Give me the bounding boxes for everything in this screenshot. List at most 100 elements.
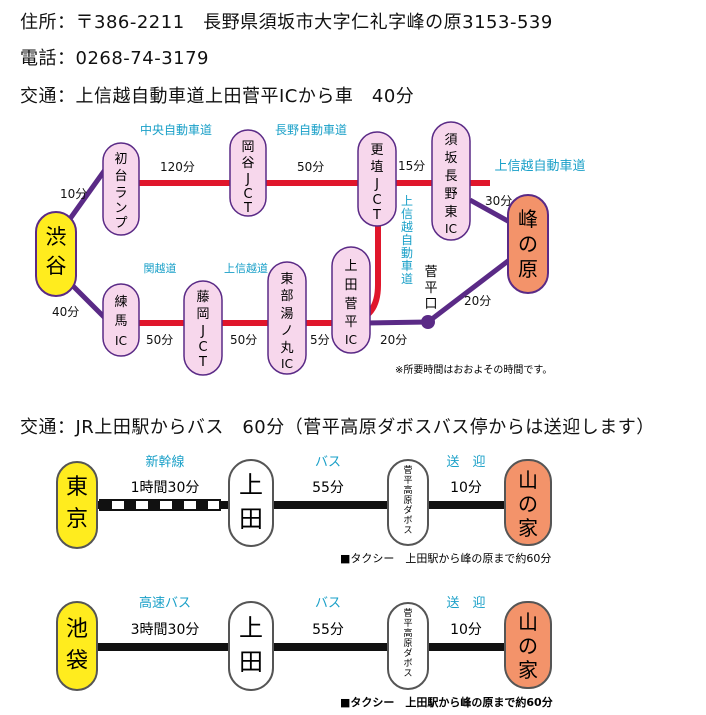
label-map1-koshoku-0: 更 <box>370 143 383 158</box>
label-map1-koshoku-2: J <box>374 177 379 192</box>
time-koshoku-suzaka: 15分 <box>398 159 425 173</box>
minenohara-label-3: 原 <box>518 257 538 281</box>
shibuya-label-1: 渋 <box>46 225 67 249</box>
road-names: 中央自動車道 長野自動車道 上信越自動車道 関越道 上信越道 上 信 越 自 動… <box>140 122 586 286</box>
label-route2-dest-2: 家 <box>518 658 538 682</box>
label-map1-suzaka-0: 須 <box>444 133 457 148</box>
time-tobu-ueda: 5分 <box>310 333 330 347</box>
label-route1-mode1: 新幹線 <box>145 454 184 470</box>
label-route1-time3: 10分 <box>450 480 482 496</box>
map1-note: ※所要時間はおおよその時間です。 <box>395 364 552 376</box>
label-route1-stop-5: ボ <box>403 515 412 526</box>
label-route1-stop-1: 平 <box>403 475 412 486</box>
label-route2-stop-1: 平 <box>403 618 412 629</box>
ueda-node-1 <box>228 459 274 547</box>
nerima-ic-node <box>102 283 140 357</box>
label-route1-stop-0: 菅 <box>403 464 412 476</box>
label-map1-uedasugadaira-2: 菅 <box>344 297 357 312</box>
label-map1-uedasugadaira-0: 上 <box>344 259 357 274</box>
label-map1-fujioka-1: 岡 <box>196 307 209 322</box>
road-joshinetsu-short: 上信越道 <box>224 261 268 275</box>
label-map1-suzaka-3: 野 <box>444 187 457 202</box>
sugadaira-guchi-label-3: 口 <box>424 297 437 312</box>
route2-taxi-note: ■タクシー 上田駅から峰の原まで約60分 <box>340 695 553 709</box>
label-map1-hatsudai-2: ラ <box>114 186 127 201</box>
yamanoie-node-1 <box>504 459 552 546</box>
label-map1-tobu-1: 部 <box>280 289 293 304</box>
label-route2-stop-6: ス <box>403 669 412 679</box>
label-map1-tobu-2: 湯 <box>280 307 293 322</box>
label-map1-koshoku-3: C <box>372 193 381 208</box>
ikebukuro-node <box>56 601 98 691</box>
label-route2-stop-5: ボ <box>403 658 412 669</box>
yamanoie-node-2 <box>504 601 552 689</box>
label-map1-suzaka-5: IC <box>445 222 457 236</box>
label-map1-okaya-2: J <box>245 172 250 187</box>
sugadaira-guchi-dot <box>421 315 435 329</box>
time-shibuya-hatsudai: 10分 <box>60 187 87 201</box>
shibuya-label-2: 谷 <box>46 254 67 278</box>
road-chuo: 中央自動車道 <box>140 122 212 137</box>
time-okaya-koshoku: 50分 <box>297 160 324 174</box>
label-map1-hatsudai-1: 台 <box>114 169 127 184</box>
road-nagano: 長野自動車道 <box>275 123 347 137</box>
time-shibuya-nerima: 40分 <box>52 305 79 319</box>
label-route2-dest-0: 山 <box>518 610 538 634</box>
label-map1-road_joshinetsu_vertical-6: 道 <box>401 272 413 286</box>
label-route1-origin-1: 京 <box>66 507 88 532</box>
label-map1-nerima-2: IC <box>115 334 127 348</box>
sugadaira-guchi-label-2: 平 <box>424 281 437 296</box>
label-map1-tobu-4: 丸 <box>280 341 293 356</box>
label-map1-road_joshinetsu_vertical-3: 自 <box>401 233 413 247</box>
minenohara-label-2: の <box>518 232 538 256</box>
label-route1-dest-2: 家 <box>518 516 538 540</box>
minenohara-node <box>507 194 549 294</box>
label-route1-time2: 55分 <box>312 480 344 496</box>
label-map1-tobu-3: ノ <box>280 324 293 339</box>
access-car-line: 交通：上信越自動車道上田菅平ICから車 40分 <box>20 86 415 107</box>
travel-times: 10分 120分 50分 15分 30分 20分 40分 50分 50分 5分 … <box>52 159 512 347</box>
label-map1-fujioka-2: J <box>200 324 205 339</box>
label-route2-mode2: バス <box>315 596 341 611</box>
label-map1-uedasugadaira-3: 平 <box>344 315 357 330</box>
access-bus-line: 交通：JR上田駅からバス 60分（菅平高原ダボスバス停からは送迎します） <box>20 417 655 438</box>
label-map1-road_joshinetsu_vertical-5: 車 <box>401 259 413 273</box>
time-suzaka-minenohara: 30分 <box>485 194 512 208</box>
sugadaira-davos-node-1 <box>387 459 429 546</box>
shibuya-node <box>35 211 77 297</box>
tokyo-node <box>56 461 98 549</box>
label-route2-time3: 10分 <box>450 622 482 638</box>
label-map1-fujioka-0: 藤 <box>196 290 209 305</box>
road-kanetsu: 関越道 <box>144 261 177 275</box>
route-tokyo: 東 京 上 田 菅 平 高 原 ダ ボ ス 山 の 家 新幹線 1時間30分 バ… <box>56 454 552 565</box>
hatsudai-node <box>102 142 140 236</box>
phone-line: 電話：0268-74-3179 <box>20 48 210 69</box>
label-route2-via-1: 田 <box>239 648 263 676</box>
tobu-yunomaru-ic-node <box>267 261 307 375</box>
label-map1-nerima-0: 練 <box>114 295 127 310</box>
label-map1-suzaka-4: 東 <box>444 204 457 220</box>
label-map1-fujioka-4: T <box>198 355 207 370</box>
label-route2-stop-0: 菅 <box>403 607 412 619</box>
label-route1-stop-2: 高 <box>403 484 412 496</box>
label-map1-okaya-0: 岡 <box>241 140 254 155</box>
time-guchi-minenohara: 20分 <box>464 294 491 308</box>
label-map1-okaya-1: 谷 <box>241 156 254 171</box>
label-map1-road_joshinetsu_vertical-1: 信 <box>401 207 413 221</box>
route-ikebukuro: 池 袋 上 田 菅 平 高 原 ダ ボ ス 山 の 家 高速バス 3時間30分 … <box>56 595 553 709</box>
label-map1-okaya-3: C <box>243 187 252 202</box>
label-route1-origin-0: 東 <box>66 475 88 500</box>
address-line: 住所：〒386-2211 長野県須坂市大字仁礼字峰の原3153-539 <box>20 12 553 33</box>
label-map1-road_joshinetsu_vertical-0: 上 <box>401 194 413 208</box>
label-map1-tobu-0: 東 <box>280 271 293 287</box>
label-map1-hatsudai-3: ン <box>114 201 127 216</box>
label-route1-mode3: 送 迎 <box>446 455 485 470</box>
time-hatsudai-okaya: 120分 <box>160 160 195 174</box>
koshoku-jct-node <box>357 131 397 227</box>
label-route1-dest-1: の <box>518 492 538 516</box>
time-ueda-guchi: 20分 <box>380 333 407 347</box>
label-route1-mode2: バス <box>315 455 341 470</box>
label-route2-via-0: 上 <box>239 614 263 642</box>
fujioka-jct-node <box>183 280 223 376</box>
label-route2-stop-4: ダ <box>403 647 412 659</box>
